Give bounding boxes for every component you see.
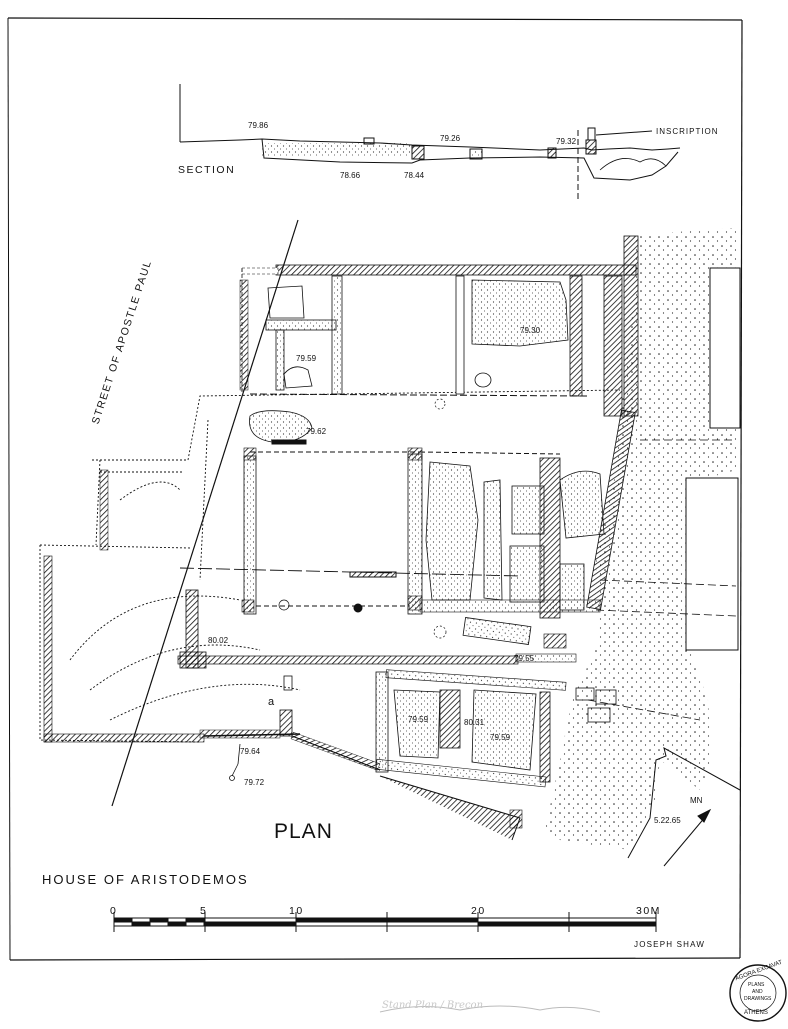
handwritten-note-trace (379, 1005, 601, 1013)
north-label: MN (690, 796, 703, 805)
north-arrow-icon (663, 808, 712, 867)
handwritten-note: Stand Plan / Brecon (382, 1000, 484, 1011)
plan-elevation-7: 80.31 (464, 718, 485, 727)
author-credit: JOSEPH SHAW (634, 940, 706, 949)
west-walls (43, 469, 205, 743)
north-rooms (239, 235, 639, 417)
scale-tick-5: 5 (200, 905, 208, 917)
stamp-bottom-text: ATHENS (744, 1010, 768, 1016)
scale-tick-0: 0 (110, 905, 118, 917)
drawing-date: 5.22.65 (654, 816, 681, 825)
room-mark: a (268, 696, 275, 708)
plan-elevation-9: 79.64 (240, 747, 261, 756)
plan-elevation-10: 79.72 (244, 778, 265, 787)
stamp-middle-2: AND (752, 989, 763, 995)
plan-elevation-2: 79.59 (296, 354, 317, 363)
section-profile (179, 84, 681, 200)
agora-stamp-icon (729, 964, 787, 1022)
stippled-ground (545, 228, 741, 859)
sheet-border (7, 17, 743, 961)
south-rooms (177, 651, 617, 841)
drawing-title: HOUSE OF ARISTODEMOS (42, 872, 249, 887)
east-rooms (419, 409, 636, 649)
stamp-middle-1: PLANS (748, 982, 765, 988)
section-label: SECTION (178, 164, 236, 176)
street-line (111, 219, 299, 807)
plan-elevation-8: 79.59 (490, 733, 511, 742)
plan-elevation-4: 80.02 (208, 636, 229, 645)
outer-foundation-traces (39, 389, 621, 743)
section-elevation-3: 79.32 (556, 137, 577, 146)
section-elevation-2: 79.26 (440, 134, 461, 143)
scale-bar (113, 912, 657, 932)
scale-tick-10: 10 (289, 905, 304, 917)
plan-elevation-3: 79.62 (306, 427, 327, 436)
section-elevation-1: 79.86 (248, 121, 269, 130)
inscription-label: INSCRIPTION (656, 127, 719, 136)
central-court (179, 398, 521, 639)
plan-elevation-5: 79.55 (514, 654, 535, 663)
plan-elevation-6: 79.59 (408, 715, 429, 724)
plan-elevation-1: 79.30 (520, 326, 541, 335)
scale-tick-30: 30M (636, 905, 661, 917)
scale-tick-20: 20 (471, 905, 486, 917)
section-elevation-5: 78.44 (404, 171, 425, 180)
plan-title: PLAN (274, 820, 333, 843)
section-elevation-4: 78.66 (340, 171, 361, 180)
stamp-middle-3: DRAWINGS (744, 996, 772, 1002)
